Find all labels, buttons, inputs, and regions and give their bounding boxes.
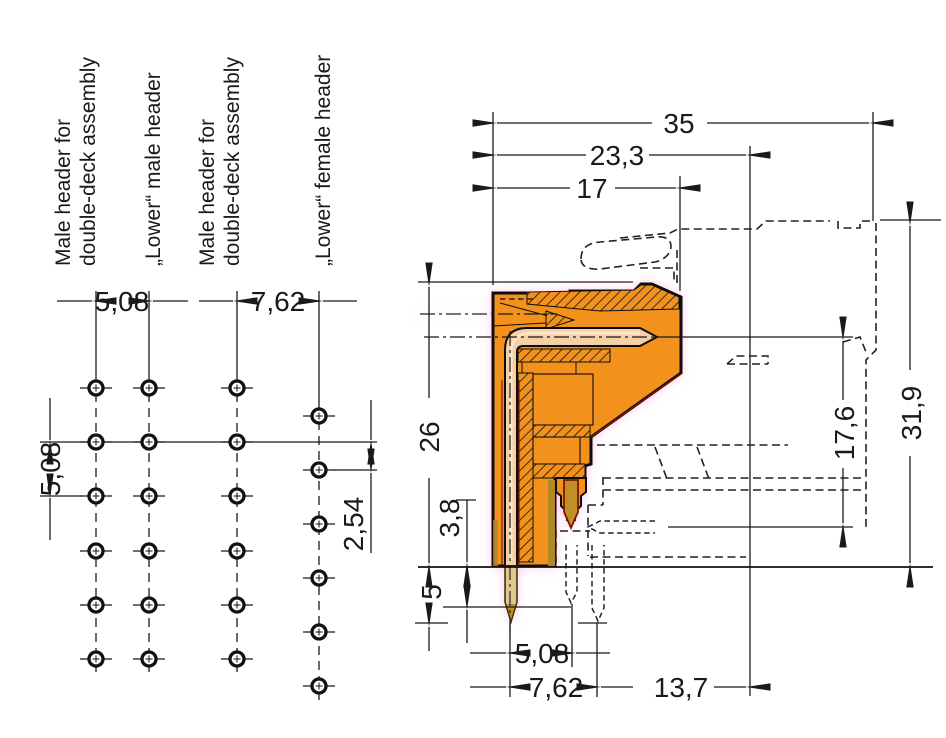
solder-pin bbox=[504, 565, 518, 625]
label-male-header-2-line2: double-deck assembly bbox=[221, 57, 244, 266]
latch-funnel bbox=[420, 298, 576, 330]
female-solder-pin-a bbox=[565, 545, 578, 605]
latch-notch bbox=[640, 267, 675, 283]
drill-hole bbox=[133, 542, 165, 560]
dim-clearance: 13,7 bbox=[654, 672, 771, 703]
dim-pitch-small-bottom: 5,08 bbox=[470, 638, 610, 669]
dim-text-pitch-small-bottom: 5,08 bbox=[515, 638, 570, 669]
dim-text-pin-proj-short: 3,8 bbox=[434, 499, 465, 538]
drill-hole bbox=[221, 433, 253, 451]
drill-hole bbox=[80, 379, 112, 397]
dim-pin-proj: 5 bbox=[416, 584, 447, 651]
dim-text-row-half-pitch: 2,54 bbox=[338, 497, 369, 552]
dim-row-half-pitch: 2,54 bbox=[338, 400, 375, 553]
column-labels: Male header for double-deck assembly „Lo… bbox=[52, 55, 335, 266]
dim-text-row-offset: 17,6 bbox=[829, 406, 860, 461]
dim-row-pitch-left: 5,08 bbox=[35, 398, 66, 540]
pin-body bbox=[504, 327, 660, 567]
housing-right-outline bbox=[865, 223, 877, 527]
dim-mid-width: 23,3 bbox=[472, 140, 771, 171]
dim-front-width: 17 bbox=[472, 173, 701, 204]
housing-lower-outline bbox=[555, 444, 862, 565]
label-lower-male-header: „Lower“ male header bbox=[142, 72, 165, 266]
drill-hole bbox=[80, 542, 112, 560]
lower-pin bbox=[563, 479, 579, 531]
dim-text-row-pitch-left: 5,08 bbox=[35, 442, 66, 497]
dim-pitch-small-top: 5,08 bbox=[57, 286, 188, 317]
side-wall-shade-left bbox=[493, 520, 498, 566]
dim-text-front-width: 17 bbox=[576, 173, 607, 204]
drill-hole bbox=[80, 596, 112, 614]
dim-text-overall-width: 35 bbox=[663, 108, 694, 139]
pin-highlight bbox=[509, 331, 640, 560]
drill-holes bbox=[80, 291, 335, 702]
drill-hole bbox=[221, 542, 253, 560]
lower-pin-tooth bbox=[555, 477, 587, 531]
label-male-header-2-line1: Male header for bbox=[196, 119, 219, 266]
dim-pitch-large-top: 7,62 bbox=[199, 286, 357, 317]
dim-text-pitch-large-top: 7,62 bbox=[251, 286, 306, 317]
dim-text-overall-height: 31,9 bbox=[896, 386, 927, 441]
label-male-header-1-line1: Male header for bbox=[52, 119, 75, 266]
drill-hole bbox=[221, 650, 253, 668]
drill-hole bbox=[221, 379, 253, 397]
dim-row-offset: 17,6 bbox=[829, 316, 860, 548]
drill-hole bbox=[303, 623, 335, 641]
dim-pin-proj-short: 3,8 bbox=[434, 499, 471, 643]
female-pin-row2 bbox=[586, 520, 655, 534]
drill-hole bbox=[133, 487, 165, 505]
dim-body-height: 26 bbox=[414, 262, 445, 588]
drill-hole bbox=[303, 515, 335, 533]
solder-pin-tip bbox=[507, 604, 515, 620]
dim-overall-height: 31,9 bbox=[896, 201, 927, 588]
drill-hole bbox=[221, 487, 253, 505]
drill-hole bbox=[133, 596, 165, 614]
latch-lever-outline bbox=[580, 236, 672, 270]
label-male-header-1-line2: double-deck assembly bbox=[77, 57, 100, 266]
pin-slot-notch bbox=[726, 355, 769, 365]
connector-side-view: 35 23,3 17 26 3,8 5 31,9 bbox=[414, 108, 941, 703]
drill-hole bbox=[303, 677, 335, 695]
label-lower-female-header: „Lower“ female header bbox=[312, 55, 335, 266]
dim-text-body-height: 26 bbox=[414, 421, 445, 452]
dim-text-pitch-large-bottom: 7,62 bbox=[529, 672, 584, 703]
drill-hole bbox=[133, 379, 165, 397]
dim-overall-width: 35 bbox=[472, 108, 894, 139]
dim-text-pitch-small-top: 5,08 bbox=[95, 286, 150, 317]
dim-pitch-large-bottom: 7,62 bbox=[470, 672, 633, 703]
female-solder-pin-b bbox=[591, 545, 605, 623]
chamfer-accent-line bbox=[590, 373, 682, 438]
body-hatching bbox=[517, 348, 611, 563]
reference-lines bbox=[418, 112, 941, 696]
drill-hole bbox=[303, 569, 335, 587]
hatch-top-band bbox=[526, 284, 680, 312]
dim-text-clearance: 13,7 bbox=[654, 672, 709, 703]
dim-text-mid-width: 23,3 bbox=[590, 140, 645, 171]
drill-hole bbox=[80, 650, 112, 668]
drill-hole bbox=[133, 433, 165, 451]
drill-hole bbox=[133, 650, 165, 668]
drill-hole bbox=[221, 596, 253, 614]
housing-top-outline bbox=[619, 220, 872, 239]
drill-hole bbox=[80, 487, 112, 505]
drill-hole bbox=[80, 433, 112, 451]
drill-hole bbox=[303, 407, 335, 425]
connector-body-group bbox=[420, 282, 683, 625]
upper-pin bbox=[501, 327, 660, 567]
drill-hole bbox=[303, 461, 335, 479]
side-wall-shade bbox=[548, 480, 555, 566]
dim-text-pin-proj: 5 bbox=[416, 584, 447, 600]
mating-connector-dashed bbox=[555, 220, 877, 623]
drill-pattern-diagram: Male header for double-deck assembly „Lo… bbox=[35, 55, 377, 702]
housing-right-jog bbox=[842, 336, 867, 353]
